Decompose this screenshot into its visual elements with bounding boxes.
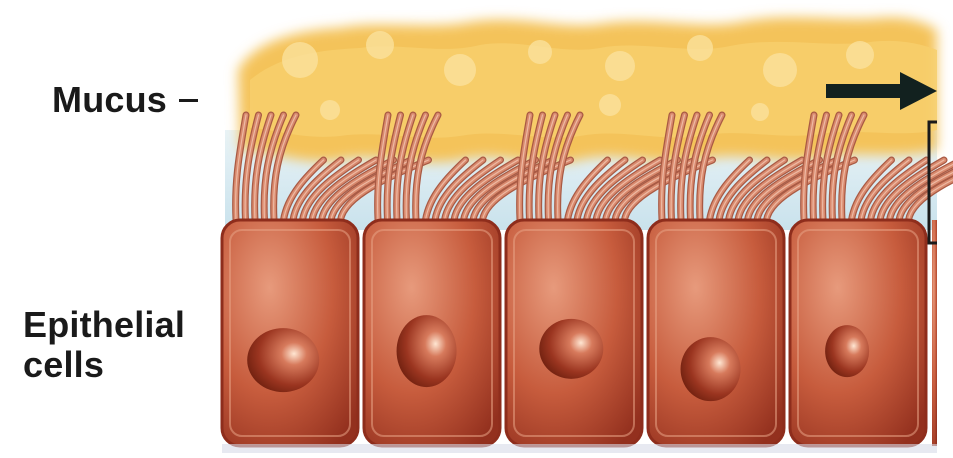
epithelial-cell — [648, 220, 784, 446]
epithelial-cell — [506, 220, 642, 446]
nucleus — [539, 319, 603, 379]
epithelial-cell — [364, 220, 500, 446]
mucus-label: Mucus — [52, 80, 167, 120]
epithelial-label-line2: cells — [23, 345, 185, 385]
epithelial-cells-label: Epithelial cells — [23, 305, 185, 385]
nucleus — [825, 325, 869, 377]
mucus-leader-line — [179, 99, 198, 102]
epithelial-cells — [222, 220, 937, 446]
nucleus — [397, 315, 457, 387]
epithelial-cell — [222, 220, 358, 446]
epithelial-label-line1: Epithelial — [23, 305, 185, 345]
nucleus — [247, 328, 319, 392]
nucleus — [681, 337, 741, 401]
epithelial-cell — [790, 220, 926, 446]
